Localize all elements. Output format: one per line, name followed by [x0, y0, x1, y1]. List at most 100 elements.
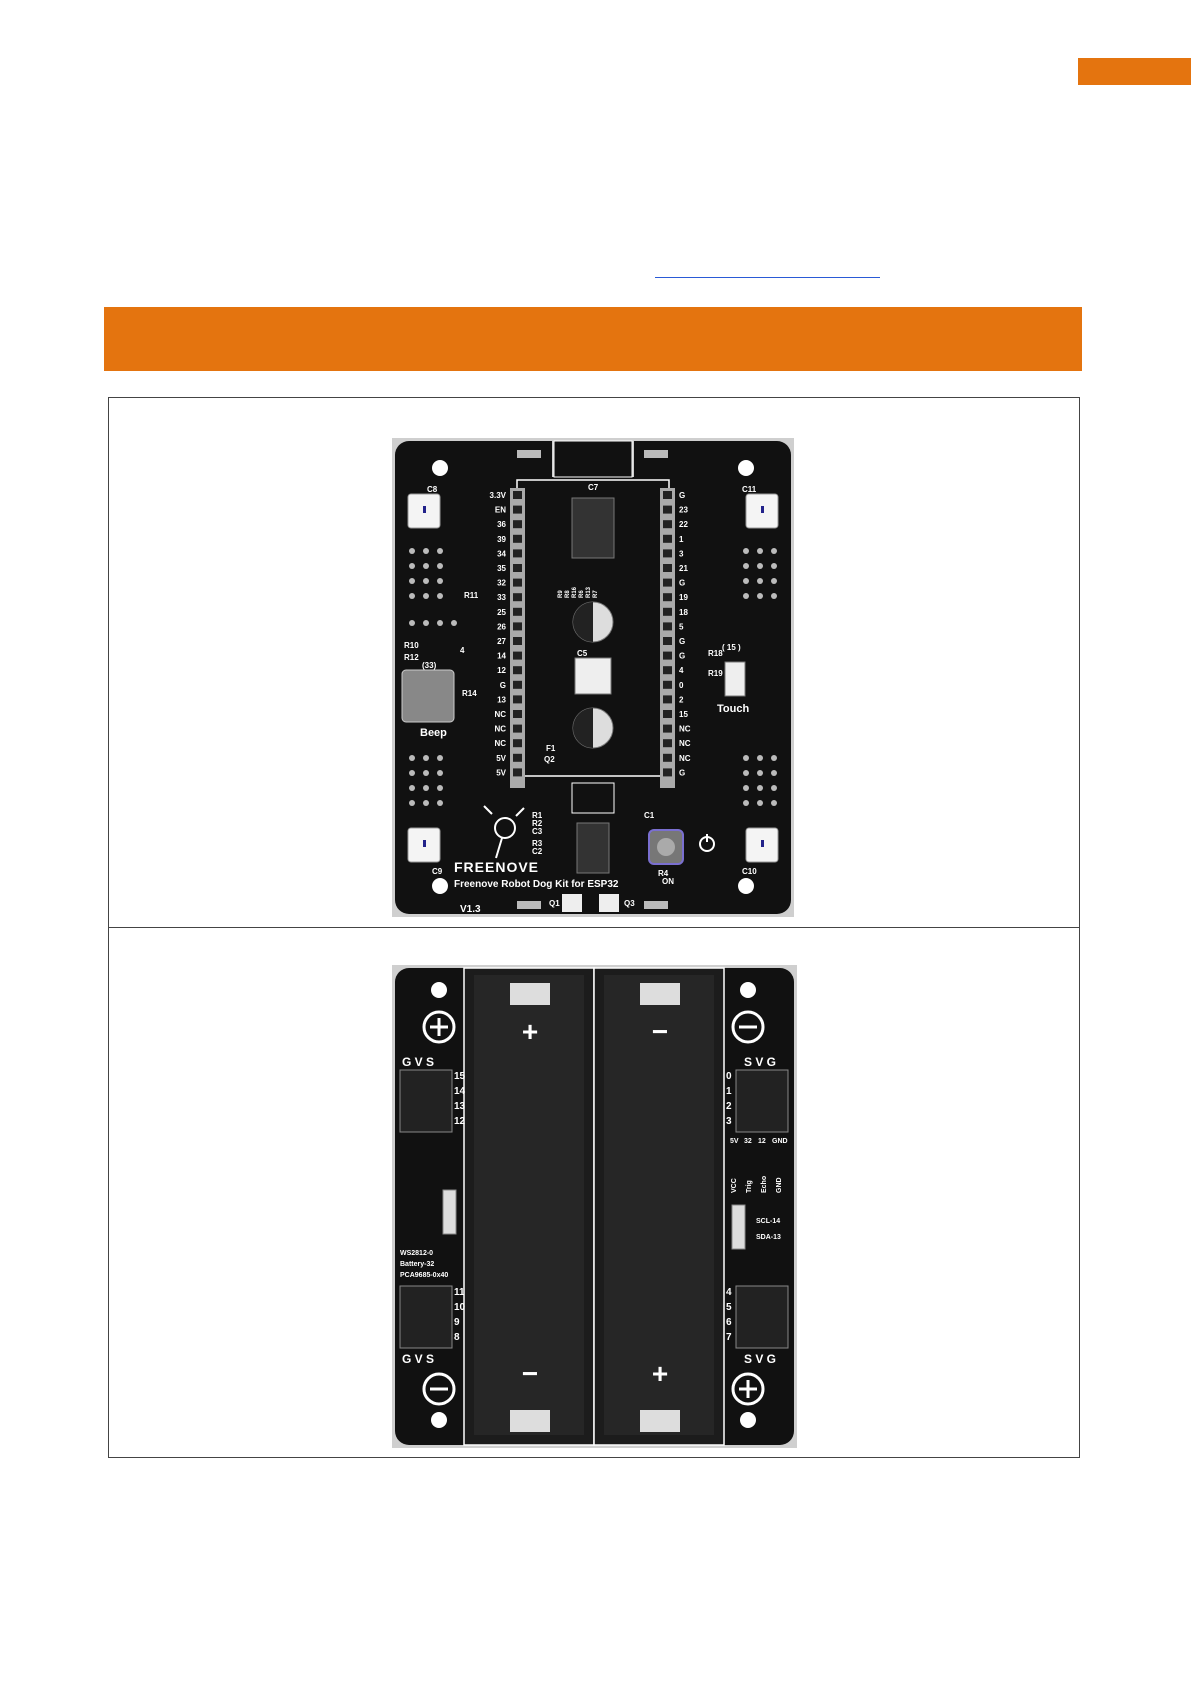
gvs-top-left: G V S: [402, 1055, 434, 1069]
bay1-top-plus: +: [522, 1016, 538, 1047]
header-pin: [513, 637, 522, 645]
right-bottom-pin-label: 4: [726, 1287, 732, 1298]
board-version: V1.3: [460, 904, 481, 915]
resistor-label: R7: [593, 590, 599, 598]
label-c9: C9: [432, 867, 443, 876]
label-c3: C3: [532, 827, 543, 836]
right-top-pin-label: 3: [726, 1116, 732, 1127]
config-note: PCA9685-0x40: [400, 1272, 448, 1279]
ultrasonic-side-label: Trig: [746, 1180, 753, 1193]
esp32-left-pin-label: 26: [497, 622, 506, 631]
header-pin: [663, 753, 672, 762]
header-pin: [663, 505, 672, 514]
esp32-left-pin-label: 5V: [496, 754, 506, 763]
header-pin: [663, 549, 672, 558]
gvs-bottom-left: G V S: [402, 1352, 434, 1366]
link-underline[interactable]: [655, 277, 880, 278]
esp32-left-pin-label: 32: [497, 579, 506, 588]
esp32-right-pin-label: 5: [679, 622, 684, 631]
header-pin: [513, 739, 522, 748]
header-pin: [663, 578, 672, 587]
label-q4: 4: [460, 646, 465, 655]
header-corner-tab: [1078, 58, 1191, 85]
label-q2: Q2: [544, 755, 555, 764]
header-pin: [663, 520, 672, 529]
header-pin: [513, 651, 522, 660]
header-pin: [513, 505, 522, 514]
header-pin: [513, 593, 522, 602]
left-bottom-pin-label: 8: [454, 1332, 460, 1343]
esp32-right-pin-label: 2: [679, 695, 684, 704]
header-pin: [513, 768, 522, 777]
esp32-left-pin-label: 12: [497, 666, 506, 675]
right-top-pin-label: 2: [726, 1101, 732, 1112]
label-r3: R3: [532, 839, 543, 848]
battery-board-image: + − − + G V S G V S S V G S V G 15141312…: [392, 965, 797, 1448]
touch-pin-label: ( 15 ): [722, 643, 741, 652]
esp32-right-pin-label: 18: [679, 608, 688, 617]
left-bottom-pin-label: 10: [454, 1302, 466, 1313]
header-pin: [513, 549, 522, 558]
esp32-right-pin-label: 21: [679, 564, 688, 573]
left-bottom-pin-label: 11: [454, 1287, 465, 1298]
resistor-label: R8: [565, 590, 571, 598]
label-c5: C5: [577, 649, 588, 658]
right-bottom-pin-label: 6: [726, 1317, 732, 1328]
resistor-label: R13: [586, 586, 592, 598]
ultrasonic-side-label: VCC: [731, 1178, 738, 1193]
header-pin: [663, 739, 672, 748]
bay1-bottom-minus: −: [522, 1358, 538, 1389]
product-name: Freenove Robot Dog Kit for ESP32: [454, 879, 619, 890]
label-r11: R11: [464, 591, 479, 600]
esp32-right-pin-label: NC: [679, 725, 691, 734]
esp32-left-pin-label: NC: [494, 725, 506, 734]
i2c-label: SDA-13: [756, 1234, 781, 1241]
header-pin: [513, 578, 522, 587]
esp32-left-pin-label: 35: [497, 564, 506, 573]
esp32-right-pin-label: G: [679, 768, 685, 777]
header-pin: [513, 622, 522, 631]
header-pin: [513, 491, 522, 499]
header-pin: [663, 768, 672, 777]
label-f1: F1: [546, 744, 556, 753]
header-pin: [663, 607, 672, 616]
header-pin: [663, 534, 672, 543]
header-pin: [513, 695, 522, 704]
label-r10: R10: [404, 641, 419, 650]
label-r19: R19: [708, 669, 723, 678]
header-pin: [663, 680, 672, 689]
touch-label: Touch: [717, 703, 749, 715]
label-c11: C11: [742, 485, 757, 494]
esp32-right-pin-label: G: [679, 637, 685, 646]
esp32-right-pin-label: 15: [679, 710, 688, 719]
esp32-right-pin-label: NC: [679, 739, 691, 748]
left-top-pin-label: 14: [454, 1086, 466, 1097]
ultrasonic-side-label: GND: [776, 1177, 783, 1193]
bay2-bottom-plus: +: [652, 1358, 668, 1389]
label-r4: R4: [658, 869, 669, 878]
label-r14: R14: [462, 689, 477, 698]
svg-top-right: S V G: [744, 1055, 776, 1069]
header-pin: [513, 520, 522, 529]
label-r2: R2: [532, 819, 543, 828]
buzzer-label: Beep: [420, 727, 447, 739]
esp32-left-pin-label: 27: [497, 637, 506, 646]
table-row-divider: [108, 927, 1080, 928]
config-note: Battery-32: [400, 1261, 434, 1268]
header-pin: [513, 534, 522, 543]
bay2-top-minus: −: [652, 1016, 668, 1047]
label-c10: C10: [742, 867, 757, 876]
header-pin: [663, 622, 672, 631]
right-top-pin-label: 0: [726, 1071, 732, 1082]
buzzer-pin-label: (33): [422, 661, 437, 670]
ultrasonic-top-label: 12: [758, 1138, 766, 1145]
header-pin: [513, 564, 522, 572]
header-pin: [663, 666, 672, 675]
header-pin: [663, 564, 672, 572]
ultrasonic-top-label: 5V: [730, 1138, 739, 1145]
esp32-right-pin-label: 3: [679, 549, 684, 558]
esp32-left-pin-label: 5V: [496, 768, 506, 777]
left-bottom-pin-label: 9: [454, 1317, 460, 1328]
pcb-front-image: C8 C11 C9 C10 C7 C5 C1 R11 R10 R12 R14 4…: [392, 438, 794, 917]
label-r1: R1: [532, 811, 543, 820]
